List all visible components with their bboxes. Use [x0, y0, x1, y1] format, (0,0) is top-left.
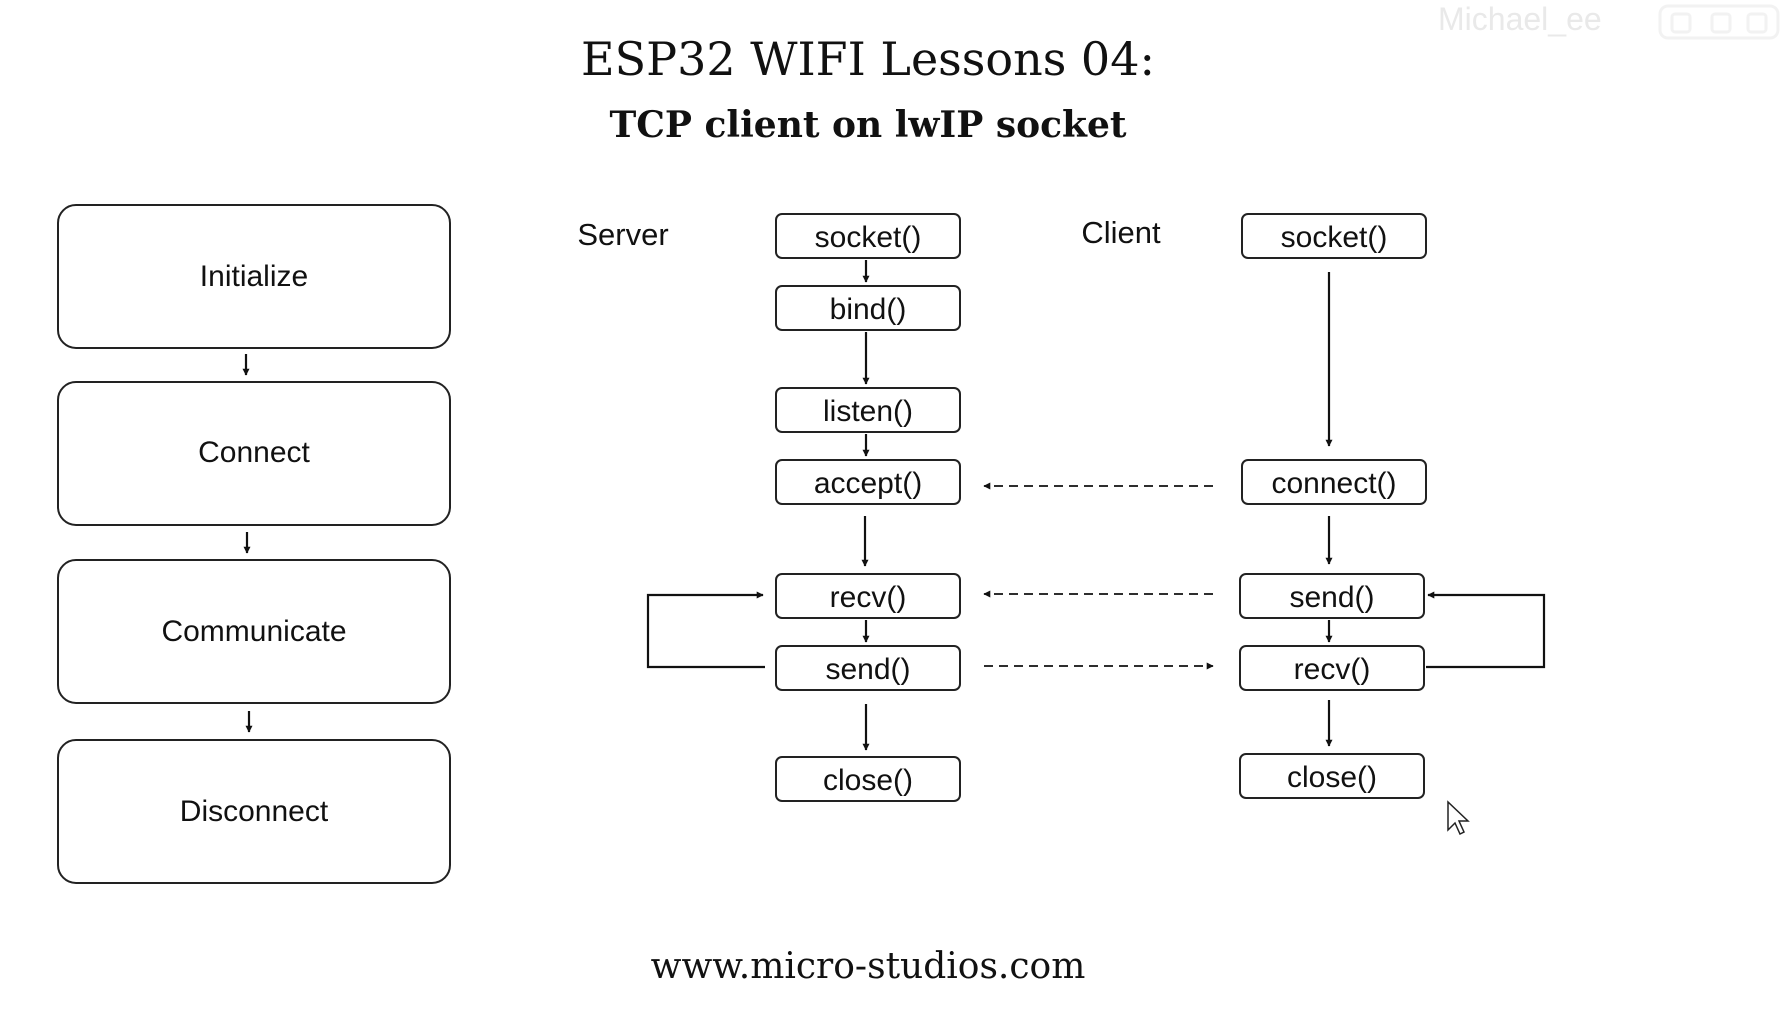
phase-initialize: Initialize: [57, 204, 451, 349]
server-close-box: close(): [775, 756, 961, 802]
function-label: close(): [823, 764, 913, 797]
phase-label: Connect: [198, 436, 310, 469]
footer-url: www.micro-studios.com: [651, 946, 1086, 987]
page-subtitle: TCP client on lwIP socket: [609, 104, 1126, 146]
function-label: recv(): [830, 581, 907, 614]
client-socket-box: socket(): [1241, 213, 1427, 259]
client-close-box: close(): [1239, 753, 1425, 799]
function-label: socket(): [815, 221, 922, 254]
server-listen-box: listen(): [775, 387, 961, 433]
phase-communicate: Communicate: [57, 559, 451, 704]
phase-label: Communicate: [161, 615, 346, 648]
server-label: Server: [577, 217, 668, 252]
function-label: send(): [1289, 581, 1374, 614]
function-label: listen(): [823, 395, 913, 428]
function-label: socket(): [1281, 221, 1388, 254]
function-label: connect(): [1271, 467, 1396, 500]
function-label: close(): [1287, 761, 1377, 794]
client-send-box: send(): [1239, 573, 1425, 619]
client-recv-box: recv(): [1239, 645, 1425, 691]
server-socket-box: socket(): [775, 213, 961, 259]
function-label: recv(): [1294, 653, 1371, 686]
client-loop-arrow: [1426, 591, 1546, 669]
phase-label: Initialize: [200, 260, 308, 293]
client-connect-box: connect(): [1241, 459, 1427, 505]
server-accept-box: accept(): [775, 459, 961, 505]
function-label: bind(): [830, 293, 907, 326]
function-label: accept(): [814, 467, 922, 500]
phase-label: Disconnect: [180, 795, 329, 828]
function-label: send(): [825, 653, 910, 686]
page-title: ESP32 WIFI Lessons 04:: [581, 32, 1155, 86]
phase-connect: Connect: [57, 381, 451, 526]
bilibili-logo-icon: [1658, 4, 1780, 40]
mouse-pointer-icon: [1447, 800, 1470, 836]
watermark-text: Michael_ee: [1438, 1, 1602, 37]
server-loop-arrow: [646, 591, 765, 669]
server-recv-box: recv(): [775, 573, 961, 619]
server-send-box: send(): [775, 645, 961, 691]
phase-disconnect: Disconnect: [57, 739, 451, 884]
client-label: Client: [1081, 215, 1161, 250]
server-bind-box: bind(): [775, 285, 961, 331]
